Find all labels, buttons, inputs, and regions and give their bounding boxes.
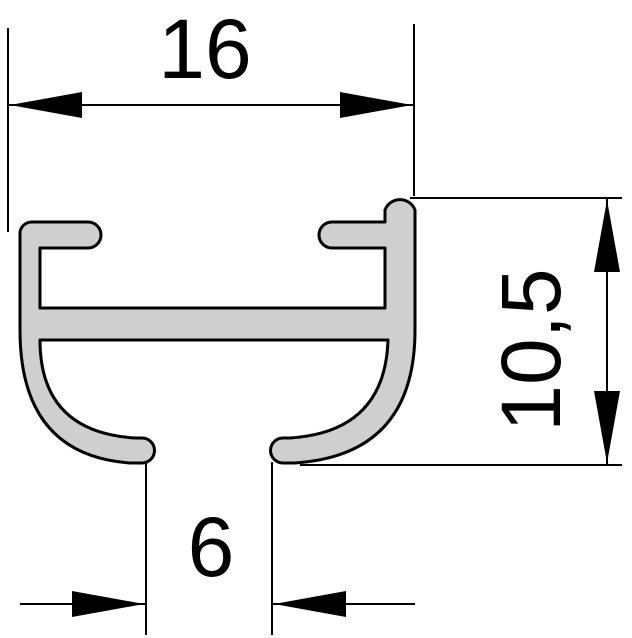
- slot-arrow-right: [274, 591, 346, 617]
- width-arrow-left: [10, 92, 82, 118]
- width-dimension-label: 16: [158, 2, 251, 96]
- slot-arrow-left: [72, 591, 144, 617]
- height-dimension-label: 10,5: [484, 268, 578, 432]
- slot-dimension-label: 6: [188, 500, 235, 594]
- profile-section: [18, 198, 417, 465]
- height-arrow-top: [594, 200, 620, 272]
- height-arrow-bottom: [594, 391, 620, 463]
- width-arrow-right: [340, 92, 412, 118]
